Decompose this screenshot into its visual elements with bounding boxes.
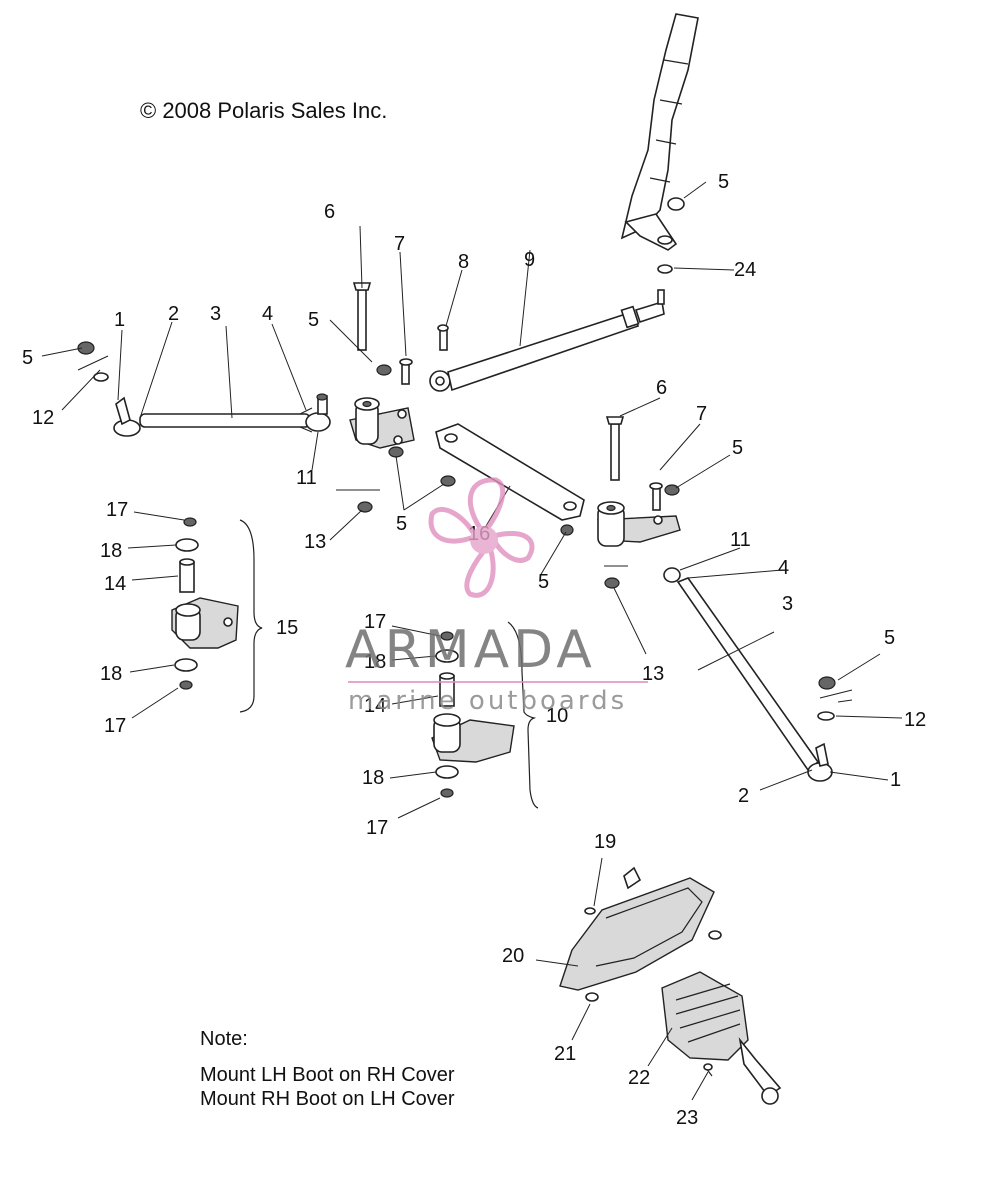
watermark-brand: ARMADA [345,620,596,680]
callout-5f: 5 [732,437,743,459]
callout-17a: 17 [106,499,128,521]
callout-18b: 18 [100,663,122,685]
fasteners [77,264,836,721]
callout-5e: 5 [538,571,549,593]
boot-and-cover [559,866,782,1105]
callout-2b: 2 [738,785,749,807]
callout-6a: 6 [324,201,335,223]
callout-13b: 13 [642,663,664,685]
callout-12a: 12 [32,407,54,429]
copyright-notice: © 2008 Polaris Sales Inc. [140,98,388,123]
callout-5d: 5 [396,513,407,535]
callout-14a: 14 [104,573,126,595]
callout-11a: 11 [296,467,317,489]
left-tie-rod [113,393,331,437]
callout-9: 9 [524,249,535,271]
callout-2a: 2 [168,303,179,325]
right-idler-arm [597,416,681,547]
callout-22: 22 [628,1067,650,1089]
left-idler-arm [349,282,415,449]
callout-20: 20 [502,945,524,967]
callout-18c: 18 [364,651,386,673]
callout-4b: 4 [778,557,789,579]
leader-lines [41,181,903,1101]
callout-6b: 6 [656,377,667,399]
callout-5b: 5 [308,309,319,331]
callout-4a: 4 [262,303,273,325]
callout-1b: 1 [890,769,901,791]
callout-23: 23 [676,1107,698,1129]
armada-logo-mark [428,477,535,598]
note-line: Mount RH Boot on LH Cover [200,1088,455,1110]
callout-1a: 1 [114,309,125,331]
callout-3a: 3 [210,303,221,325]
left-bushing-kit [171,517,263,713]
callout-24: 24 [734,259,756,281]
callout-5a: 5 [22,347,33,369]
callout-18a: 18 [100,540,122,562]
callout-14b: 14 [364,695,386,717]
upper-tie-rod [429,289,665,392]
callout-3b: 3 [782,593,793,615]
callout-19: 19 [594,831,616,853]
watermark-divider [348,681,648,683]
right-tie-rod [663,567,833,782]
callout-10: 10 [546,705,568,727]
callout-8: 8 [458,251,469,273]
callout-7a: 7 [394,233,405,255]
watermark-tagline: marine outboards [348,686,628,716]
callout-17b: 17 [104,715,126,737]
callout-18d: 18 [362,767,384,789]
callout-7b: 7 [696,403,707,425]
steering-column [620,13,699,251]
callout-21: 21 [554,1043,576,1065]
right-bushing-kit [431,621,539,809]
callout-17c: 17 [364,611,386,633]
callout-11b: 11 [730,529,751,551]
note-line: Mount LH Boot on RH Cover [200,1064,455,1086]
callout-12b: 12 [904,709,926,731]
center-drag-link [435,324,585,521]
callout-15: 15 [276,617,298,639]
callout-13a: 13 [304,531,326,553]
callout-labels: 5 12 1 2 3 4 11 5 6 7 8 9 5 24 5 13 5 16… [22,171,926,1129]
callout-5g: 5 [884,627,895,649]
callout-17d: 17 [366,817,388,839]
callout-5c: 5 [718,171,729,193]
note-title: Note: [200,1028,248,1050]
